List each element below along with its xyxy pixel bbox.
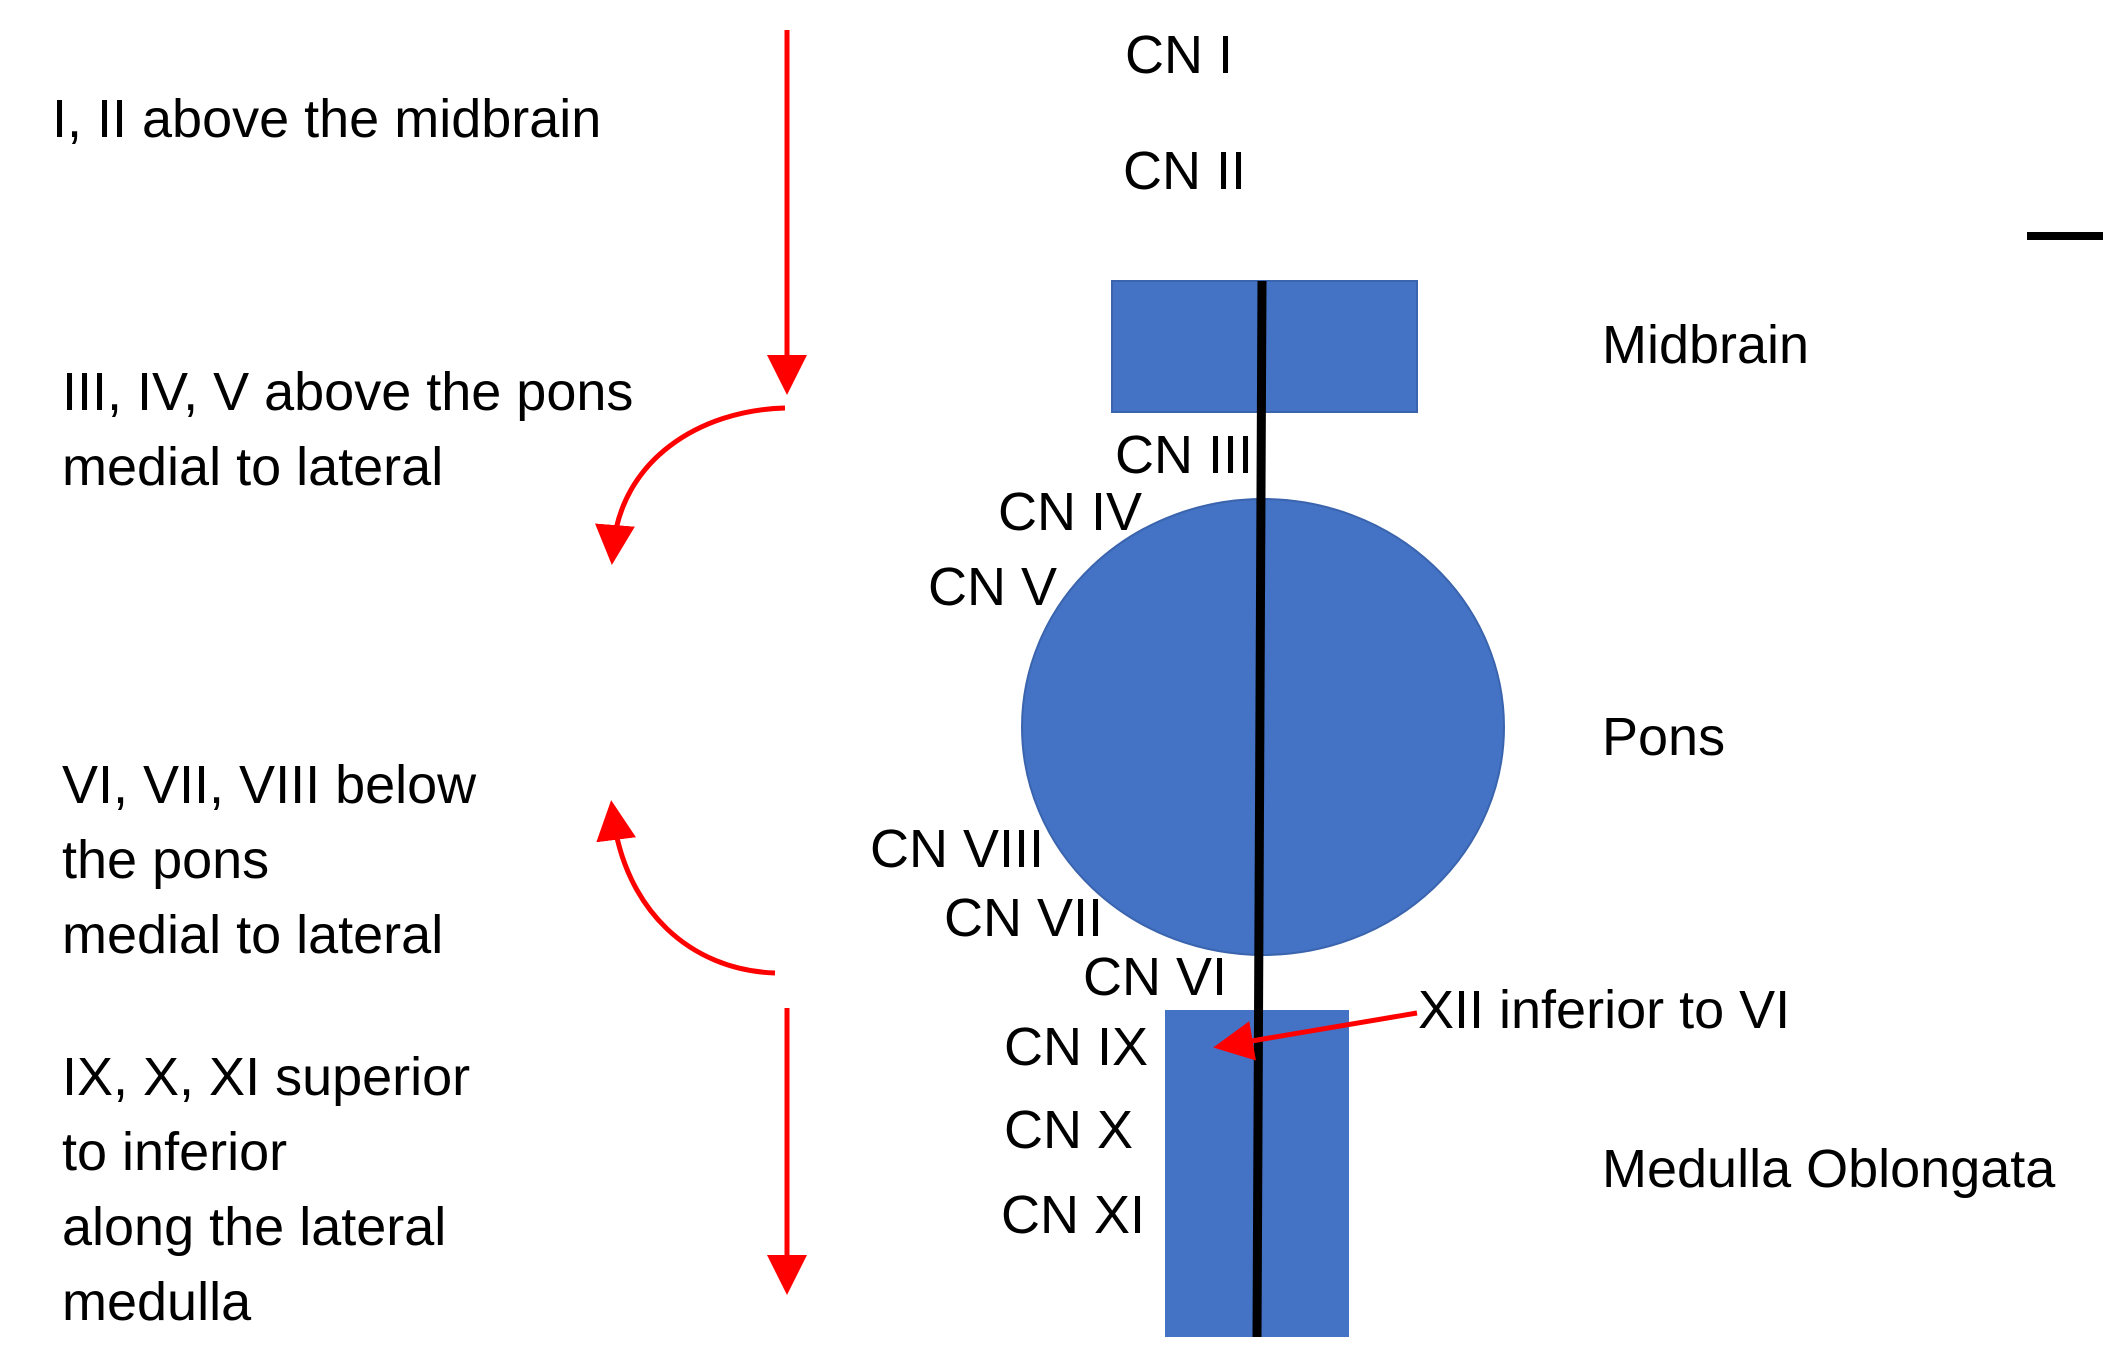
label-medulla-oblongata: Medulla Oblongata bbox=[1602, 1139, 2056, 1199]
note-ix-x-xi-line-4: medulla bbox=[62, 1272, 252, 1332]
arrow-curve-lateral bbox=[595, 405, 786, 565]
arrow-curve-medial bbox=[596, 800, 776, 976]
note-iii-iv-v: III, IV, V above the pons medial to late… bbox=[62, 355, 633, 505]
label-cn-i: CN I bbox=[1125, 25, 1233, 85]
note-vi-vii-viii-line-2: the pons bbox=[62, 830, 270, 890]
note-vi-vii-viii-line-1: VI, VII, VIII below bbox=[62, 755, 477, 815]
label-cn-vii: CN VII bbox=[944, 888, 1104, 948]
label-cn-ix: CN IX bbox=[1004, 1017, 1149, 1077]
note-i-ii: I, II above the midbrain bbox=[52, 82, 601, 157]
note-ix-x-xi-line-1: IX, X, XI superior bbox=[62, 1047, 471, 1107]
note-i-ii-line-1: I, II above the midbrain bbox=[52, 89, 602, 149]
label-midbrain: Midbrain bbox=[1602, 315, 1810, 375]
label-cn-v: CN V bbox=[928, 557, 1058, 617]
label-cn-viii: CN VIII bbox=[870, 819, 1045, 879]
note-ix-x-xi-line-2: to inferior bbox=[62, 1122, 288, 1182]
note-vi-vii-viii: VI, VII, VIII below the pons medial to l… bbox=[62, 748, 476, 973]
midline bbox=[1252, 280, 1267, 1338]
note-iii-iv-v-line-2: medial to lateral bbox=[62, 437, 444, 497]
note-vi-vii-viii-line-3: medial to lateral bbox=[62, 905, 444, 965]
label-cn-iii: CN III bbox=[1115, 425, 1254, 485]
note-iii-iv-v-line-1: III, IV, V above the pons bbox=[62, 362, 634, 422]
note-ix-x-xi: IX, X, XI superior to inferior along the… bbox=[62, 1040, 470, 1340]
label-cn-ii: CN II bbox=[1123, 141, 1247, 201]
label-xii-callout: XII inferior to VI bbox=[1418, 980, 1791, 1040]
arrow-xii bbox=[1213, 1010, 1418, 1061]
label-cn-x: CN X bbox=[1004, 1100, 1134, 1160]
note-ix-x-xi-line-3: along the lateral bbox=[62, 1197, 447, 1257]
label-cn-vi: CN VI bbox=[1083, 947, 1228, 1007]
label-pons: Pons bbox=[1602, 707, 1726, 767]
label-cn-xi: CN XI bbox=[1001, 1185, 1146, 1245]
label-cn-iv: CN IV bbox=[998, 482, 1143, 542]
